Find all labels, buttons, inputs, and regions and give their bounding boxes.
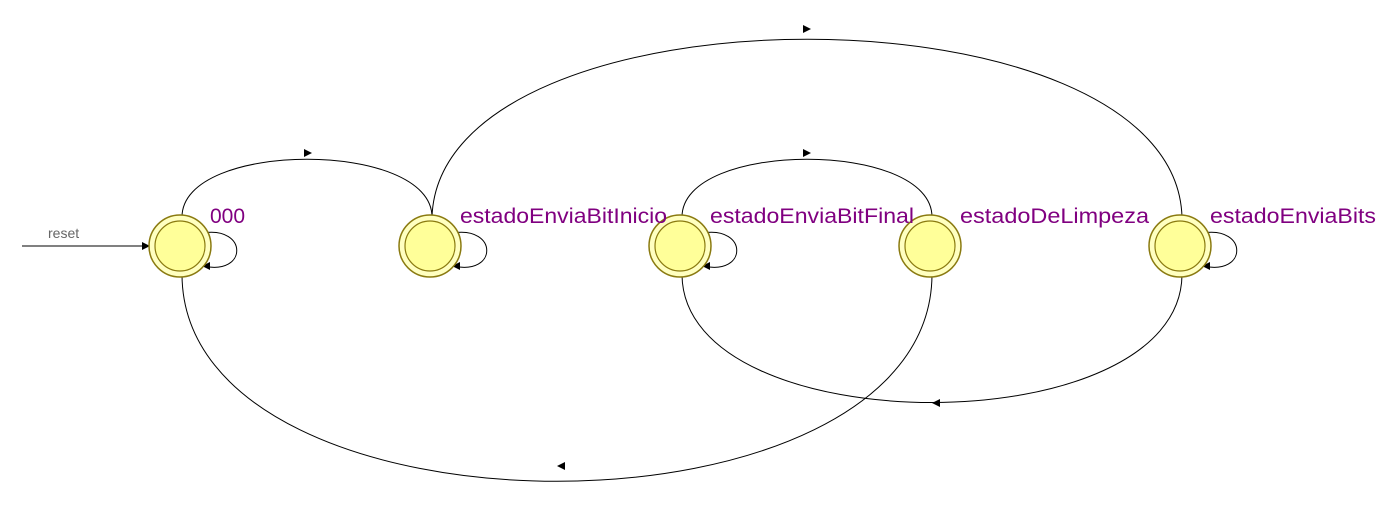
self-loop-s0 <box>202 231 238 270</box>
state-s1[interactable] <box>398 214 462 278</box>
transition-s0-to-s1 <box>181 149 433 218</box>
transition-s4-to-s2 <box>681 274 1183 407</box>
state-s2[interactable] <box>648 214 712 278</box>
transition-s2-to-s3 <box>681 149 933 218</box>
self-loop-s4 <box>1202 231 1238 270</box>
state-s4[interactable] <box>1148 214 1212 278</box>
state-label-s0: 000 <box>210 205 245 228</box>
self-loop-s1 <box>452 231 488 270</box>
reset-arrow <box>22 242 150 250</box>
reset-label: reset <box>48 225 79 241</box>
state-label-s1: estadoEnviaBitInicio <box>460 205 667 228</box>
state-label-s4: estadoEnviaBits <box>1210 205 1376 228</box>
state-label-s2: estadoEnviaBitFinal <box>710 205 914 228</box>
transition-s1-to-s4 <box>431 25 1183 218</box>
state-s0[interactable] <box>148 214 212 278</box>
state-s3[interactable] <box>898 214 962 278</box>
self-loop-s2 <box>702 231 738 270</box>
transition-s3-to-s0 <box>181 274 933 482</box>
state-label-s3: estadoDeLimpeza <box>960 205 1149 228</box>
